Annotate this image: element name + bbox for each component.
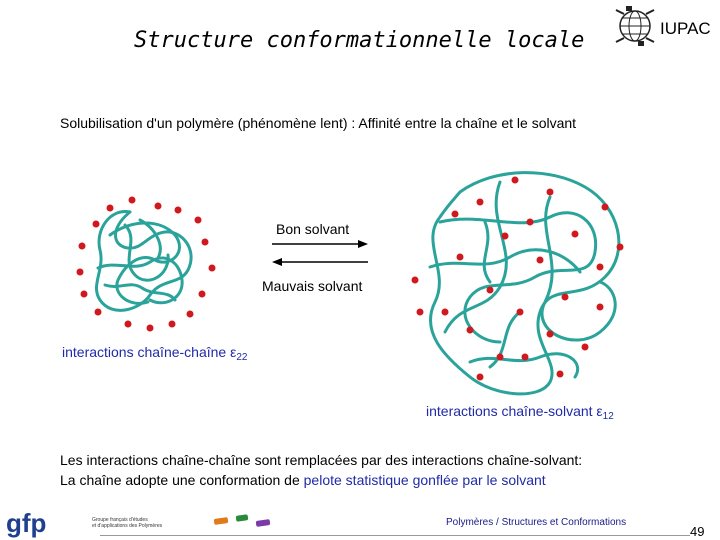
chain-solvent-subscript: 12 — [602, 411, 614, 422]
equilibrium-arrows — [272, 240, 368, 266]
footer-caption: Polymères / Structures et Conformations — [446, 517, 627, 528]
conclusion-line-1: Les interactions chaîne-chaîne sont remp… — [60, 452, 583, 468]
conclusion-line-2: La chaîne adopte une conformation de pel… — [60, 470, 582, 490]
footer-decorative-mark — [213, 514, 271, 527]
poor-solvent-label: Mauvais solvant — [262, 278, 363, 294]
collapsed-coil-diagram — [76, 196, 216, 332]
chain-chain-interaction-label: interactions chaîne-chaîne ε22 — [62, 344, 247, 363]
conclusion-highlight: pelote statistique gonflée par le solvan… — [303, 472, 546, 488]
solvent-molecules-small — [76, 196, 216, 332]
subtitle: Solubilisation d'un polymère (phénomène … — [60, 115, 577, 131]
good-solvent-label: Bon solvant — [276, 221, 350, 237]
iupac-globe-icon — [615, 6, 655, 46]
chain-chain-subscript: 22 — [236, 352, 248, 363]
conclusion-text: Les interactions chaîne-chaîne sont remp… — [60, 450, 582, 490]
chain-chain-text: interactions chaîne-chaîne ε — [62, 344, 237, 360]
conclusion-line-2-prefix: La chaîne adopte une conformation de — [60, 472, 304, 488]
footer-org-line-2: et d'applications des Polymères — [92, 523, 163, 529]
iupac-label: IUPAC — [660, 19, 711, 38]
footer-organization: Groupe français d'études et d'applicatio… — [92, 517, 162, 529]
footer-org-line-1: Groupe français d'études — [92, 517, 148, 523]
page-title: Structure conformationnelle locale — [134, 28, 585, 53]
footer-divider — [100, 535, 690, 536]
gfp-logo: gfp — [6, 508, 46, 538]
page-number: 49 — [690, 524, 705, 539]
solvent-molecules-large — [411, 176, 624, 381]
swollen-coil-diagram — [411, 171, 624, 396]
chain-solvent-text: interactions chaîne-solvant ε — [426, 403, 603, 419]
gfp-logo-text: gfp — [6, 508, 46, 538]
chain-solvent-interaction-label: interactions chaîne-solvant ε12 — [426, 403, 614, 422]
